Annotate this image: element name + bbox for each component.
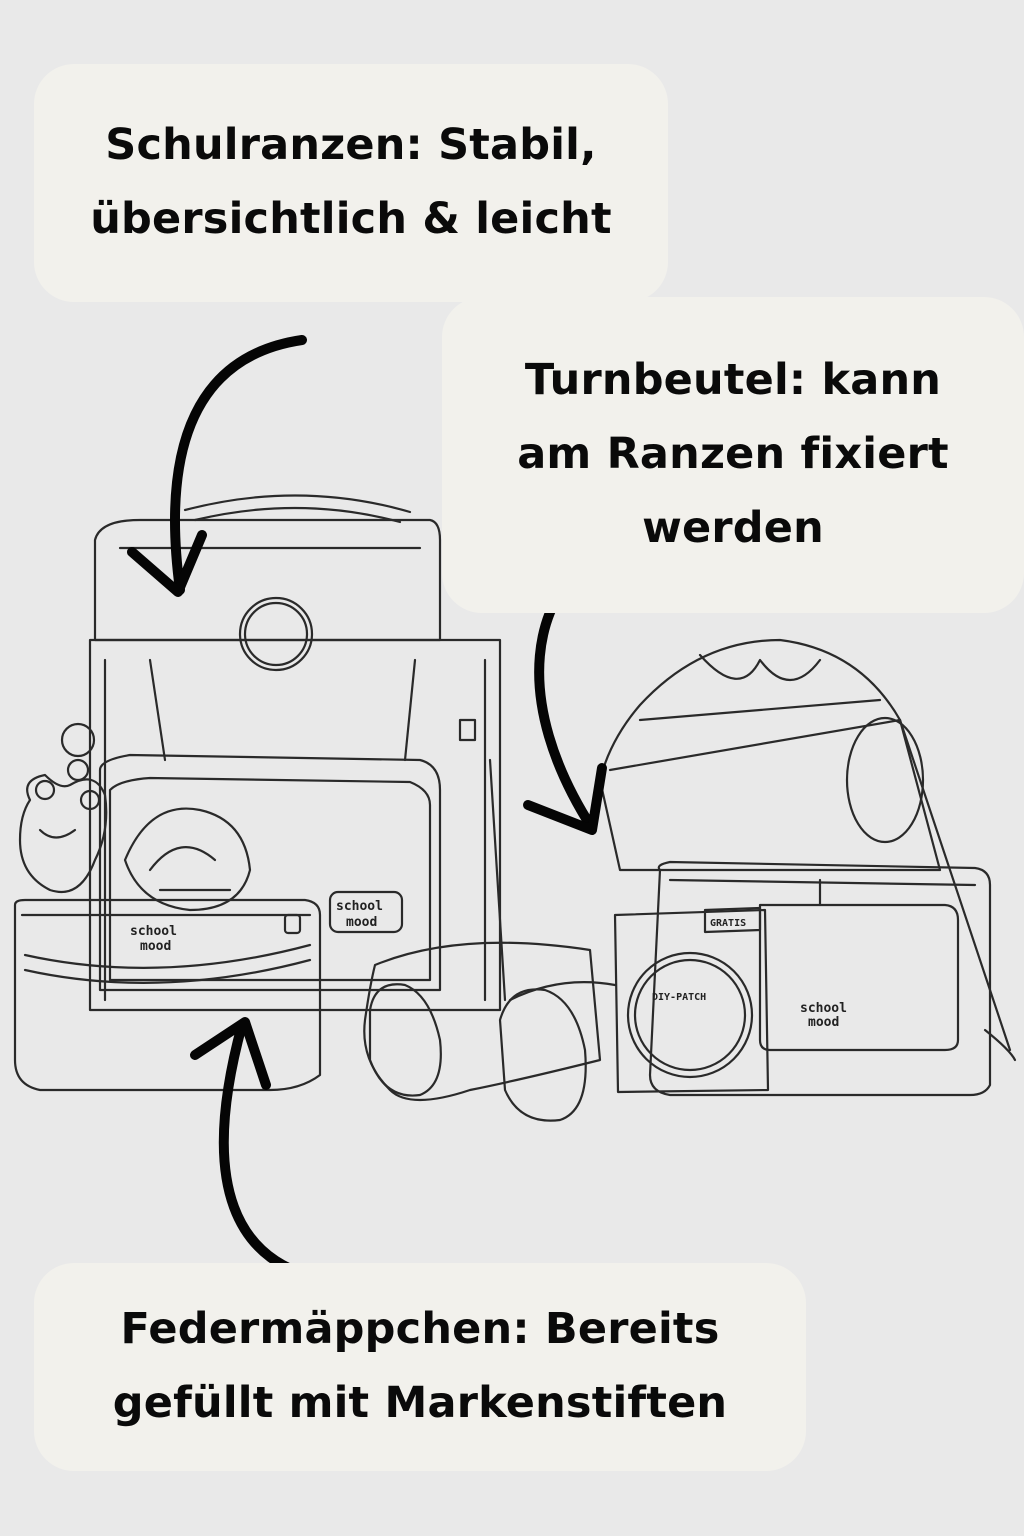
callout-schoolbag: Schulranzen: Stabil, übersichtlich & lei… bbox=[34, 64, 668, 302]
gratis-label: GRATIS bbox=[710, 918, 746, 929]
brand-badge-top: school bbox=[336, 899, 383, 914]
diy-patch-label: DIY-PATCH bbox=[652, 992, 706, 1003]
pencil-case-brand-2: mood bbox=[140, 939, 171, 954]
pencil-tube-sketch bbox=[363, 941, 617, 1122]
schoolbag-sketch bbox=[18, 494, 507, 1012]
brand-badge-bottom: mood bbox=[346, 915, 377, 930]
pencil-case-sketch bbox=[13, 898, 322, 1092]
pencil-case-brand: school bbox=[130, 924, 177, 939]
callout-gym-bag-text: Turnbeutel: kann am Ranzen fixiert werde… bbox=[517, 355, 949, 553]
callout-gym-bag: Turnbeutel: kann am Ranzen fixiert werde… bbox=[442, 297, 1024, 613]
callout-pencil-case: Federmäppchen: Bereits gefüllt mit Marke… bbox=[34, 1263, 806, 1471]
gym-bag-sketch bbox=[598, 638, 1017, 1062]
lunch-box-brand: school bbox=[800, 1001, 847, 1016]
lunch-box-brand-2: mood bbox=[808, 1015, 839, 1030]
arrow-curved-icon bbox=[127, 335, 307, 597]
arrow-curved-icon bbox=[190, 1017, 345, 1287]
callout-pencil-case-text: Federmäppchen: Bereits gefüllt mit Marke… bbox=[112, 1304, 728, 1428]
lunch-box-sketch bbox=[613, 860, 992, 1097]
callout-schoolbag-text: Schulranzen: Stabil, übersichtlich & lei… bbox=[90, 120, 612, 244]
